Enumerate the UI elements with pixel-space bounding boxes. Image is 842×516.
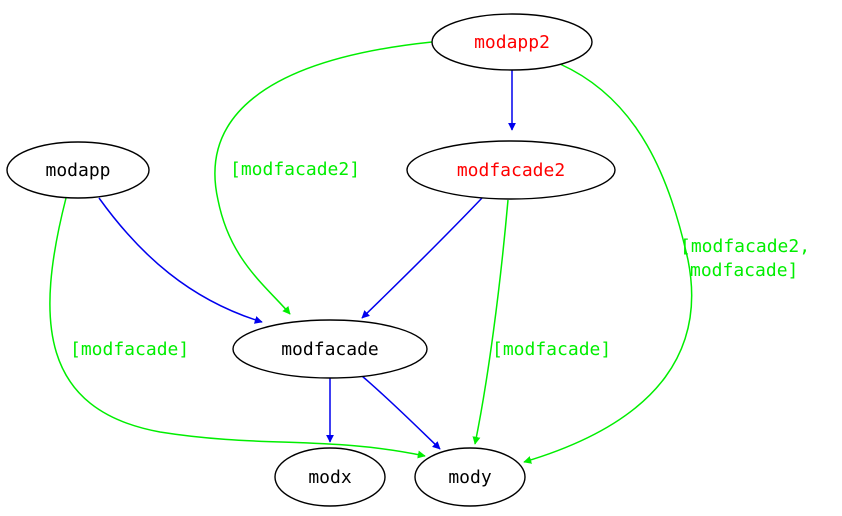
node-modapp: modapp — [6, 141, 150, 199]
edge-label-modapp2-mody: [modfacade2, modfacade] — [680, 236, 821, 281]
edge-label-line-2: modfacade] — [690, 260, 798, 281]
node-label-mody: mody — [448, 467, 492, 488]
edge-label-modfacade2-mody: [modfacade] — [492, 339, 611, 360]
edge-modapp-to-mody-transitive — [49, 197, 426, 459]
node-mody: mody — [414, 447, 526, 507]
nodes-layer: modapp2 modapp modfacade2 modfacade modx… — [6, 13, 616, 507]
edges-layer — [49, 41, 693, 464]
edge-modapp2-to-mody-transitive — [523, 63, 693, 464]
edge-modapp-to-modfacade — [98, 197, 263, 324]
edge-modfacade-to-mody — [361, 375, 441, 450]
edge-label-modapp-mody: [modfacade] — [70, 339, 189, 360]
node-label-modfacade: modfacade — [281, 339, 379, 360]
edge-modapp2-to-modfacade-transitive — [214, 41, 433, 315]
node-label-modx: modx — [308, 467, 352, 488]
node-modfacade2: modfacade2 — [406, 140, 616, 200]
node-modapp2: modapp2 — [431, 13, 593, 71]
node-label-modapp: modapp — [45, 160, 110, 181]
edge-modfacade2-to-modfacade — [361, 197, 483, 319]
node-label-modfacade2: modfacade2 — [457, 160, 565, 181]
edge-label-modapp2-modfacade: [modfacade2] — [230, 159, 360, 180]
edge-labels-layer: [modfacade2] [modfacade2, modfacade] [mo… — [70, 159, 821, 360]
node-label-modapp2: modapp2 — [474, 32, 550, 53]
edge-modfacade2-to-mody-transitive — [472, 199, 509, 445]
node-modfacade: modfacade — [232, 319, 428, 379]
edge-label-line-1: [modfacade2, — [680, 236, 810, 257]
node-modx: modx — [274, 447, 386, 507]
